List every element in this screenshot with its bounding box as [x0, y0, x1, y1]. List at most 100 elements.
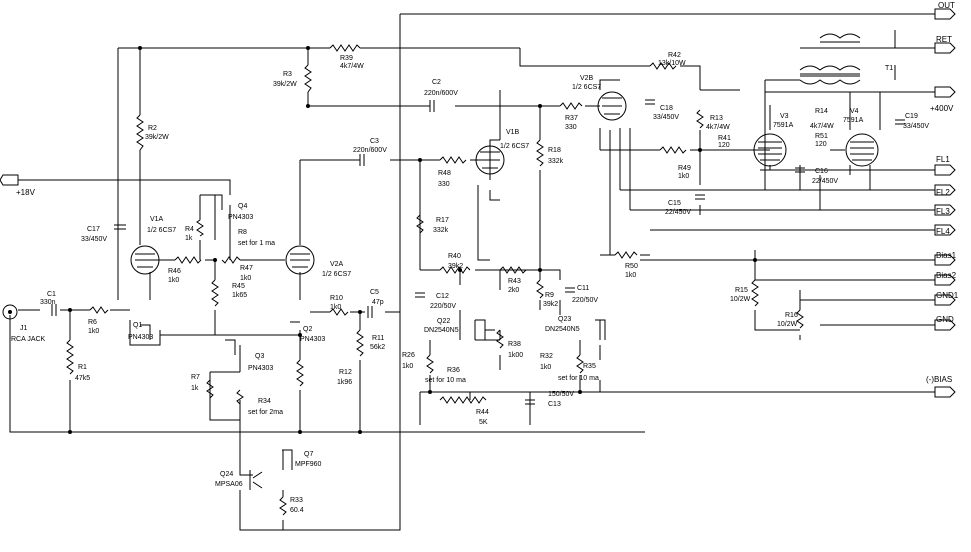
tube-v2a — [285, 245, 315, 275]
label-q7: Q7 — [304, 451, 313, 458]
label-v3: V3 — [780, 113, 789, 120]
label-q4-type: PN4303 — [228, 214, 253, 221]
label-v4: V4 — [850, 108, 859, 115]
label-q1: Q1 — [133, 322, 142, 329]
label-c18-value: 33/450V — [653, 114, 679, 121]
label-c5-value: 47p — [372, 299, 384, 306]
label-v1a-type: 1/2 6CS7 — [147, 227, 176, 234]
label-v2b: V2B — [580, 75, 594, 82]
label-q22: Q22 — [437, 318, 450, 325]
label-r45: R45 — [232, 283, 245, 290]
label-r33: R33 — [290, 497, 303, 504]
port-tags — [0, 8, 956, 398]
label-c3: C3 — [370, 138, 379, 145]
label-r43: R43 — [508, 278, 521, 285]
label-r37-value: 330 — [565, 124, 577, 131]
label-r47-value: 1k0 — [240, 275, 251, 282]
label-r12-value: 1k96 — [337, 379, 352, 386]
label-c11: C11 — [577, 285, 589, 292]
tube-v1b — [475, 145, 505, 175]
transistors — [140, 194, 606, 490]
label-q24: Q24 — [220, 471, 233, 478]
label-r1: R1 — [78, 364, 87, 371]
label-r47: R47 — [240, 265, 253, 272]
label-r11-value: 56k2 — [370, 344, 385, 351]
label-q1-type: PN4303 — [128, 334, 153, 341]
label-r13-value: 4k7/4W — [706, 124, 730, 131]
label-r41: R41 — [718, 135, 731, 142]
label-j1: J1 — [20, 325, 28, 332]
label-q3-type: PN4303 — [248, 365, 273, 372]
label-q7-type: MPF960 — [295, 461, 322, 468]
label-c5: C5 — [370, 289, 379, 296]
label-r14-value: 4k7/4W — [810, 123, 834, 130]
label-r33-value: 60.4 — [290, 507, 304, 514]
label-r10: R10 — [330, 295, 343, 302]
label-c19: C19 — [905, 113, 918, 120]
label-r50-value: 1k0 — [625, 272, 636, 279]
label-v3-type: 7591A — [773, 122, 794, 129]
port-gnd-label: GND — [936, 315, 954, 324]
label-r26: R26 — [402, 352, 415, 359]
label-r3: R3 — [283, 71, 292, 78]
label-v1b-type: 1/2 6CS7 — [500, 143, 529, 150]
label-r16-value: 10/2W — [777, 321, 798, 328]
label-r9: R9 — [545, 292, 554, 299]
label-c17: C17 — [87, 226, 100, 233]
label-c2-value: 220n/600V — [424, 90, 458, 97]
port-fl2-label: FL2 — [936, 188, 950, 197]
port-bias2-label: Bias2 — [936, 271, 957, 280]
label-r18: R18 — [548, 147, 561, 154]
label-r48-value: 330 — [438, 181, 450, 188]
label-r1-value: 47k5 — [75, 375, 90, 382]
label-c11-value: 220/50V — [572, 297, 598, 304]
label-q3: Q3 — [255, 353, 264, 360]
label-r2-value: 39k/2W — [145, 134, 169, 141]
label-r7: R7 — [191, 374, 200, 381]
label-r32: R32 — [540, 353, 553, 360]
label-v1a: V1A — [150, 216, 164, 223]
label-r17: R17 — [436, 217, 449, 224]
label-r46: R46 — [168, 268, 181, 275]
tube-v2b — [597, 91, 627, 121]
port-18v-label: +18V — [16, 188, 36, 197]
label-r10-value: 1k0 — [330, 304, 341, 311]
label-r15-value: 10/2W — [730, 296, 751, 303]
label-c19-value: 33/450V — [903, 123, 929, 130]
label-c16: C16 — [815, 168, 828, 175]
label-r41-value: 120 — [718, 142, 730, 149]
label-r38: R38 — [508, 341, 521, 348]
label-r39-value: 4k7/4W — [340, 63, 364, 70]
label-c13: C13 — [548, 401, 561, 408]
label-r26-value: 1k0 — [402, 363, 413, 370]
label-r46-value: 1k0 — [168, 277, 179, 284]
label-c1: C1 — [47, 291, 56, 298]
label-r39: R39 — [340, 55, 353, 62]
port-nbias-label: (-)BIAS — [926, 375, 952, 384]
junction-dots — [68, 46, 757, 434]
label-q4: Q4 — [238, 203, 247, 210]
label-r43-value: 2k0 — [508, 287, 519, 294]
label-v1b: V1B — [506, 129, 520, 136]
label-c17-value: 33/450V — [81, 236, 107, 243]
label-c18: C18 — [660, 105, 673, 112]
label-c12-value: 220/50V — [430, 303, 456, 310]
capacitors — [51, 99, 905, 405]
resistors — [66, 44, 804, 516]
label-r14: R14 — [815, 108, 828, 115]
label-c2: C2 — [432, 79, 441, 86]
label-r38-value: 1k00 — [508, 352, 523, 359]
label-c16-value: 22/450V — [812, 178, 838, 185]
label-r42-value: 13k/10W — [658, 60, 686, 67]
label-r4-value: 1k — [185, 235, 193, 242]
label-r6-value: 1k0 — [88, 328, 99, 335]
label-r11: R11 — [372, 335, 384, 342]
label-j1-type: RCA JACK — [11, 336, 46, 343]
port-out-label: OUT — [938, 1, 955, 10]
label-c15-value: 22/450V — [665, 209, 691, 216]
label-v4-type: 7591A — [843, 117, 864, 124]
label-q24-type: MPSA06 — [215, 481, 243, 488]
label-r45-value: 1k65 — [232, 292, 247, 299]
label-r44-value: 5K — [479, 419, 488, 426]
